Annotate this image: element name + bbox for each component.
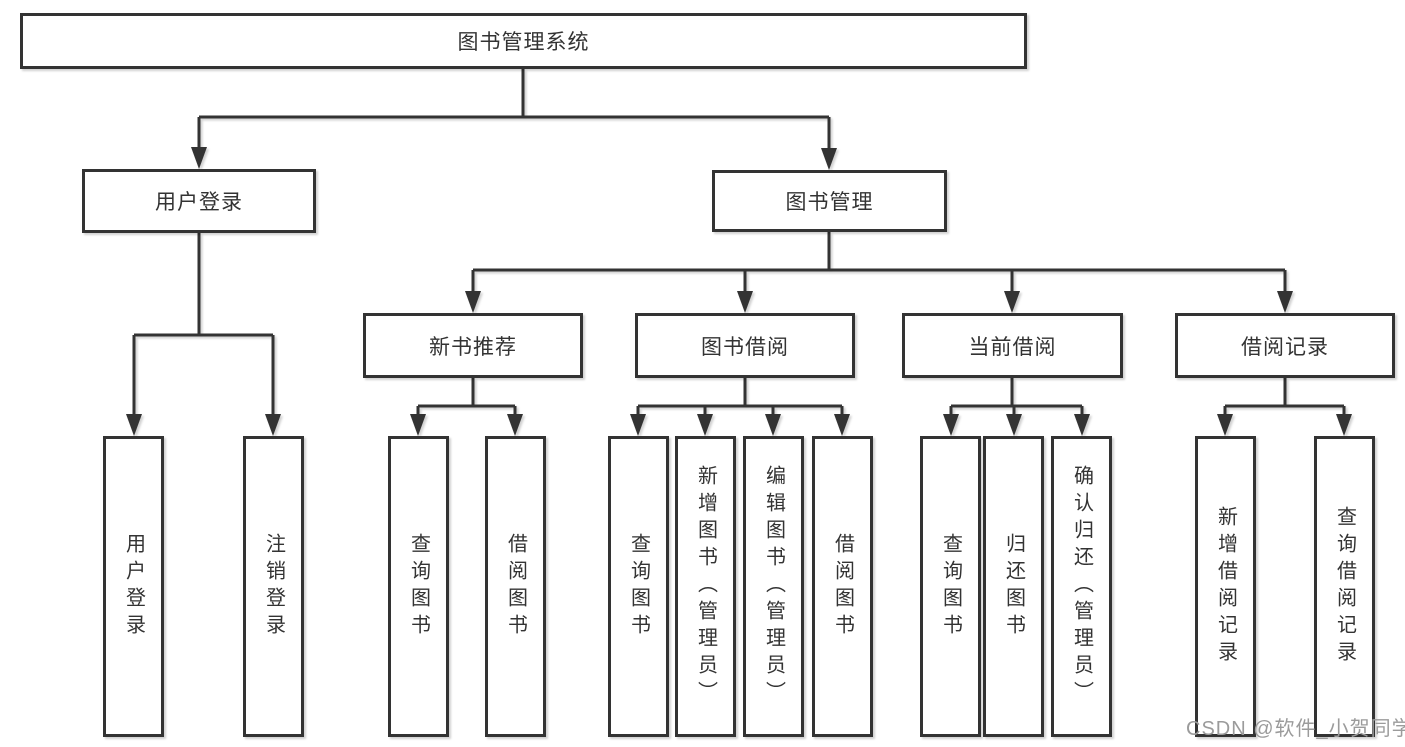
node-book-borrowing: 图书借阅 xyxy=(635,313,855,378)
leaf-query-books-recommend: 查询图书 xyxy=(388,436,449,737)
leaf-add-borrow-record: 新增借阅记录 xyxy=(1195,436,1256,737)
node-label: 注销登录 xyxy=(262,532,285,641)
node-current-borrowing: 当前借阅 xyxy=(902,313,1123,378)
node-label: 用户登录 xyxy=(122,532,145,641)
leaf-add-books-admin: 新增图书（管理员） xyxy=(675,436,736,737)
leaf-user-login: 用户登录 xyxy=(103,436,164,737)
node-label: 新增借阅记录 xyxy=(1214,505,1237,668)
node-label: 借阅记录 xyxy=(1241,335,1329,359)
leaf-confirm-return-admin: 确认归还（管理员） xyxy=(1051,436,1112,737)
leaf-query-borrow-record: 查询借阅记录 xyxy=(1314,436,1375,737)
node-library-management-system: 图书管理系统 xyxy=(20,13,1027,69)
leaf-borrow-books-recommend: 借阅图书 xyxy=(485,436,546,737)
leaf-borrow-books: 借阅图书 xyxy=(812,436,873,737)
node-label: 用户登录 xyxy=(155,191,243,214)
node-new-book-recommendation: 新书推荐 xyxy=(363,313,583,378)
leaf-query-books-current: 查询图书 xyxy=(920,436,981,737)
node-label: 图书借阅 xyxy=(701,335,789,359)
node-label: 新增图书（管理员） xyxy=(694,465,717,708)
node-borrowing-records: 借阅记录 xyxy=(1175,313,1395,378)
csdn-watermark: CSDN @软件_小贺同学 xyxy=(1186,718,1405,740)
node-book-management: 图书管理 xyxy=(712,170,947,232)
leaf-query-books-borrow: 查询图书 xyxy=(608,436,669,737)
node-label: 借阅图书 xyxy=(504,532,527,641)
node-label: 编辑图书（管理员） xyxy=(762,465,785,708)
node-label: 当前借阅 xyxy=(968,335,1057,359)
leaf-logout: 注销登录 xyxy=(243,436,304,737)
leaf-return-books: 归还图书 xyxy=(983,436,1044,737)
node-label: 查询图书 xyxy=(939,532,962,641)
node-label: 图书管理系统 xyxy=(457,31,590,54)
node-label: 查询图书 xyxy=(407,532,430,641)
node-label: 归还图书 xyxy=(1002,532,1025,641)
node-user-login: 用户登录 xyxy=(82,169,316,233)
node-label: 确认归还（管理员） xyxy=(1070,465,1093,708)
node-label: 新书推荐 xyxy=(429,335,517,359)
node-label: 图书管理 xyxy=(785,191,874,214)
node-label: 查询图书 xyxy=(627,532,650,641)
leaf-edit-books-admin: 编辑图书（管理员） xyxy=(743,436,804,737)
node-label: 查询借阅记录 xyxy=(1333,505,1356,668)
node-label: 借阅图书 xyxy=(831,532,854,641)
